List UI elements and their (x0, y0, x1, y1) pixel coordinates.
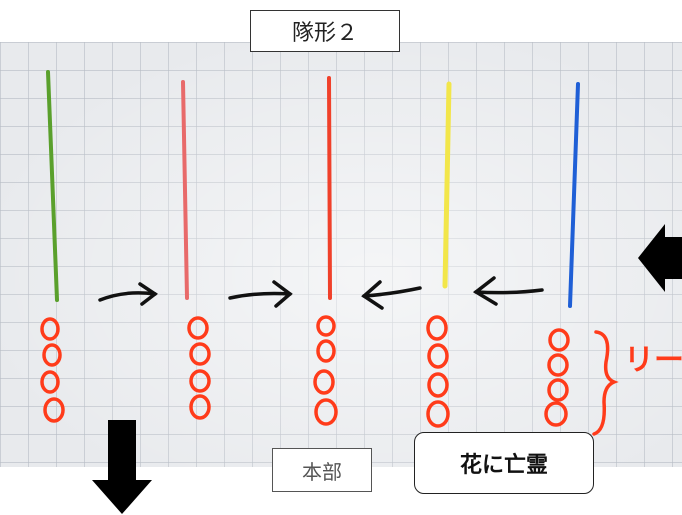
honbu-label: 本部 (272, 448, 372, 492)
dancers-column-4 (426, 315, 450, 428)
dancers-column-5 (544, 328, 570, 427)
dancers-column-3 (313, 315, 338, 426)
arrow-left-2 (472, 276, 544, 306)
dancers-column-2 (187, 316, 211, 420)
arrow-right-2 (228, 280, 293, 308)
arrow-left-big-icon (638, 224, 682, 292)
whiteboard-drawing: リー (0, 42, 682, 467)
hana-text: 花に亡霊 (459, 453, 548, 478)
line-pink (181, 80, 189, 300)
line-red (327, 76, 332, 300)
whiteboard-photo: リー (0, 42, 682, 467)
leader-bracket (592, 330, 619, 436)
line-yellow (442, 81, 452, 289)
title-label: 隊形２ (250, 10, 400, 52)
title-text: 隊形２ (291, 21, 358, 46)
line-green (46, 70, 59, 302)
arrow-down-big-icon (92, 420, 152, 514)
honbu-text: 本部 (302, 459, 342, 484)
line-blue (568, 82, 580, 308)
arrow-right-1 (98, 282, 159, 306)
leader-label: リー (624, 343, 682, 378)
dancers-column-1 (40, 317, 65, 423)
arrow-left-1 (361, 280, 422, 310)
hana-label: 花に亡霊 (414, 432, 594, 494)
